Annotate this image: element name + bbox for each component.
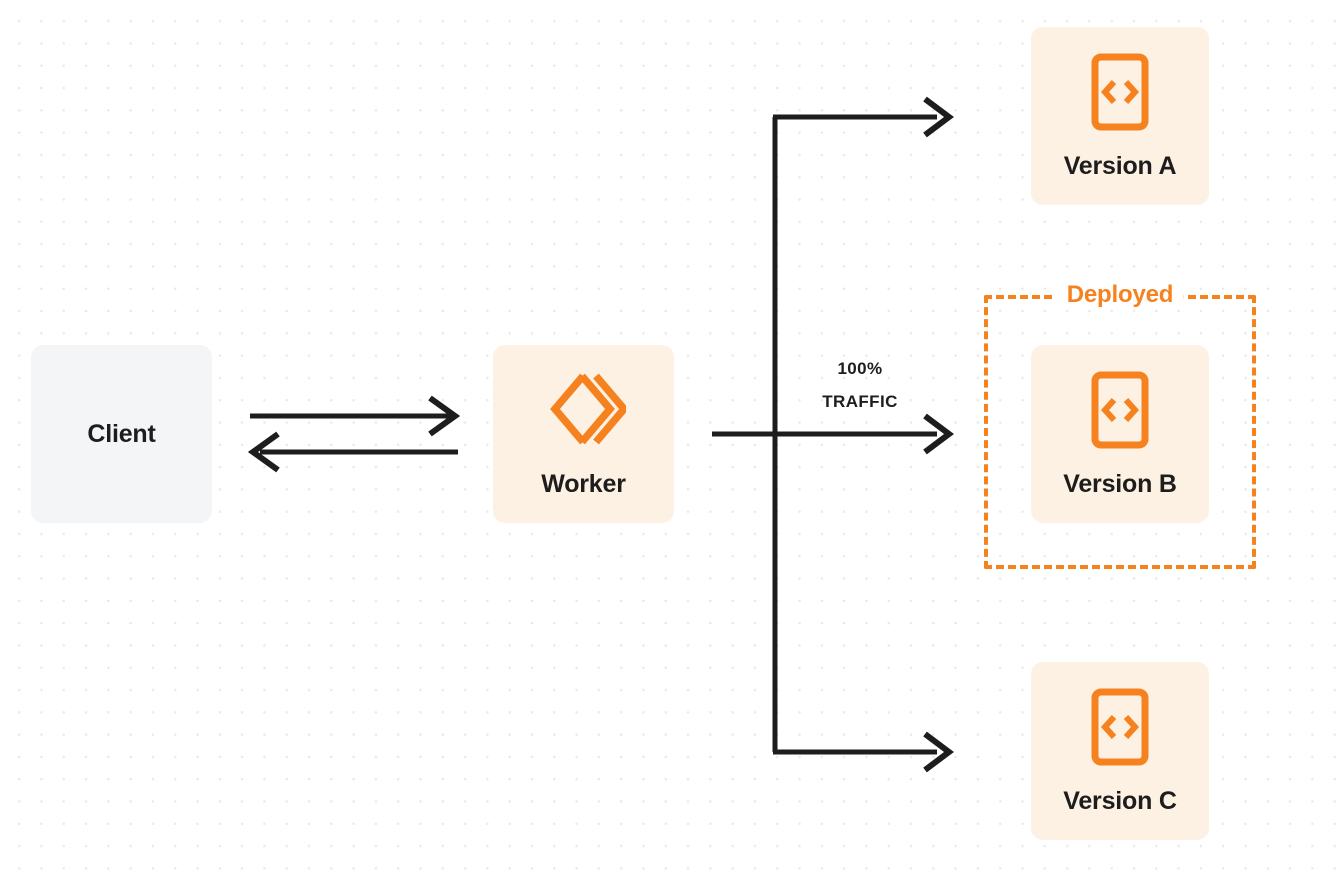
edge-worker-to-version-b: [712, 413, 954, 455]
node-worker[interactable]: Worker: [493, 345, 674, 523]
code-document-icon: [1089, 370, 1151, 450]
traffic-label: 100% TRAFFIC: [790, 352, 930, 418]
deployed-group-label: Deployed: [1055, 281, 1185, 309]
edge-worker-to-version-a: [773, 96, 954, 138]
edge-client-to-worker: [250, 395, 461, 437]
node-client[interactable]: Client: [31, 345, 212, 523]
traffic-percent: 100%: [837, 359, 883, 378]
deployed-group-box: Deployed: [984, 281, 1256, 569]
node-version-a[interactable]: Version A: [1031, 27, 1209, 205]
node-version-b-label: Version B: [1063, 469, 1177, 498]
node-version-c[interactable]: Version C: [1031, 662, 1209, 840]
cloudflare-workers-logo-icon: [542, 370, 629, 448]
traffic-caption: TRAFFIC: [822, 392, 898, 412]
node-version-b[interactable]: Version B: [1031, 345, 1209, 523]
node-worker-label: Worker: [541, 469, 626, 498]
edge-worker-to-version-c: [773, 731, 954, 773]
code-document-icon: [1089, 687, 1151, 767]
edge-worker-to-client: [247, 431, 458, 473]
node-version-c-label: Version C: [1063, 786, 1177, 815]
code-document-icon: [1089, 52, 1151, 132]
node-version-a-label: Version A: [1063, 151, 1177, 180]
node-client-label: Client: [87, 419, 156, 448]
